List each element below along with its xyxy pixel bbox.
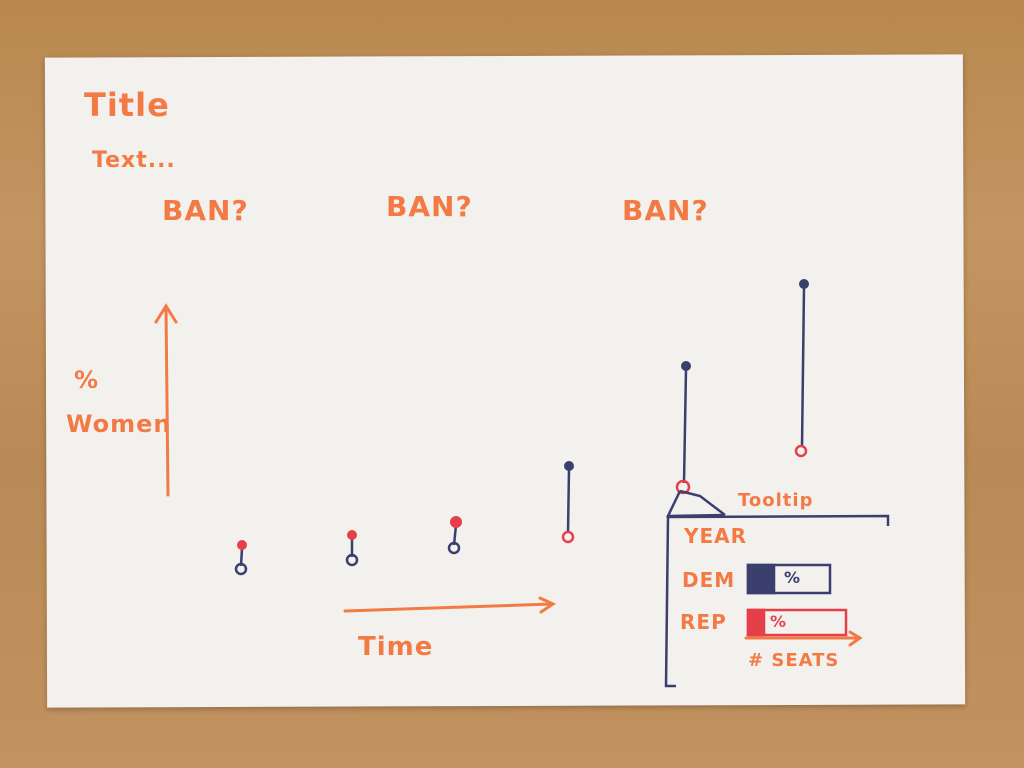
x-axis-arrowhead xyxy=(538,596,557,614)
tooltip-rep-label: REP xyxy=(680,610,727,634)
tooltip-seats-label: # SEATS xyxy=(748,650,840,671)
rep-point xyxy=(450,516,462,528)
dem-point xyxy=(681,361,691,371)
tooltip-dem-bar-text: % xyxy=(784,568,802,587)
y-axis-arrowhead xyxy=(154,303,178,324)
rep-point xyxy=(794,444,808,458)
y-axis-arrow xyxy=(164,306,170,497)
rep-point xyxy=(561,530,575,544)
tooltip-frame xyxy=(664,489,890,688)
ban-annotation-1: BAN? xyxy=(162,194,249,227)
seats-arrowhead xyxy=(848,630,863,647)
ban-annotation-3: BAN? xyxy=(622,194,709,227)
dem-point xyxy=(345,553,359,567)
rep-point xyxy=(237,540,247,550)
dem-point xyxy=(564,461,574,471)
ban-annotation-2: BAN? xyxy=(386,190,473,223)
y-axis-label-women: Women xyxy=(66,410,172,438)
tooltip-dem-label: DEM xyxy=(682,568,736,592)
rep-point xyxy=(347,530,357,540)
rep-bar-fill xyxy=(746,608,766,637)
chart-title: Title xyxy=(84,86,170,124)
tooltip-year-label: YEAR xyxy=(684,524,748,548)
y-axis-label-percent: % xyxy=(74,366,100,394)
dumbbell-marks xyxy=(234,279,809,576)
dem-point xyxy=(234,562,248,576)
dem-point xyxy=(799,279,809,289)
dem-point xyxy=(447,541,461,555)
tooltip-label: Tooltip xyxy=(738,490,814,511)
tooltip-rep-bar-text: % xyxy=(770,612,788,631)
x-axis-arrow xyxy=(343,602,554,613)
chart-subtitle: Text... xyxy=(92,148,176,173)
x-axis-label: Time xyxy=(358,632,434,662)
dem-bar-fill xyxy=(746,563,776,595)
